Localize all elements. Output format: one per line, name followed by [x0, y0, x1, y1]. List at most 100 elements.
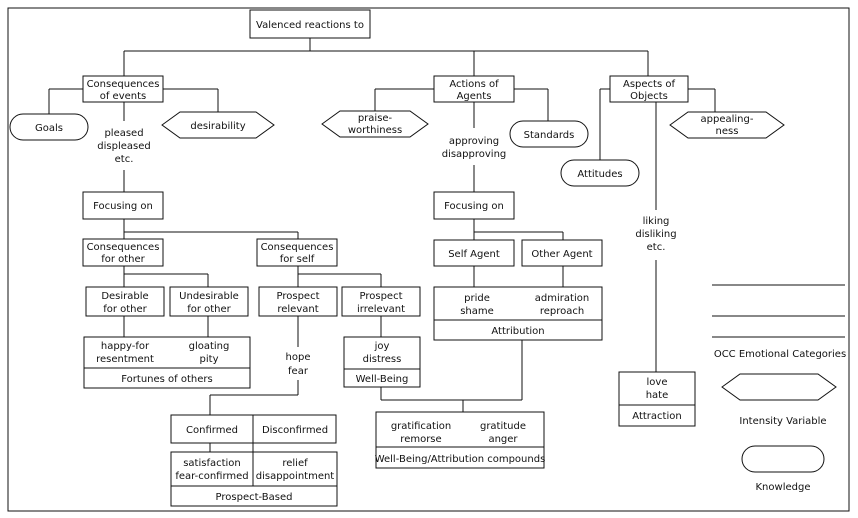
gloating-line1: gloating [189, 341, 230, 352]
anger-label: anger [488, 434, 518, 445]
relief-label: relief [282, 458, 308, 469]
agents-focusing-on-box: Focusing on [433, 191, 515, 220]
admiration-label: admiration [535, 293, 589, 304]
prospect-irrelevant-line1: Prospect [360, 291, 403, 302]
standards-label: Standards [524, 130, 575, 141]
fortunes-of-others-group: happy-for resentment gloating pity Fortu… [83, 336, 251, 389]
legend-rounded [741, 445, 825, 473]
standards-node: Standards [509, 120, 589, 148]
attraction-label: Attraction [632, 411, 681, 422]
gratitude-label: gratitude [480, 421, 526, 432]
hope-label: hope [286, 352, 311, 363]
legend-knowledge-label: Knowledge [756, 482, 811, 493]
prospect-relevant-line2: relevant [277, 304, 318, 315]
desirability-label: desirability [190, 121, 245, 132]
legend: OCC Emotional Categories Intensity Varia… [714, 349, 846, 493]
satisfaction-label: satisfaction [183, 458, 241, 469]
objects-reaction: liking disliking etc. [630, 210, 684, 260]
well-being-label: Well-Being [356, 374, 409, 385]
consequences-of-events-line2: of events [100, 91, 147, 102]
pride-label: pride [464, 293, 490, 304]
shame-label: shame [460, 306, 494, 317]
root-box: Valenced reactions to [249, 9, 371, 39]
prospect-irrelevant-line2: irrelevant [357, 304, 405, 315]
confirmed-label: Confirmed [186, 425, 238, 436]
actions-of-agents-line1: Actions of [449, 79, 499, 90]
self-agent-box: Self Agent [433, 239, 515, 267]
actions-of-agents-line2: Agents [457, 91, 492, 102]
praiseworthiness-line2: worthiness [348, 125, 402, 136]
for-self-line2: for self [280, 254, 315, 265]
aspects-of-objects-line2: Objects [630, 91, 668, 102]
desirable-line1: Desirable [101, 291, 148, 302]
undesirable-line2: for other [187, 304, 231, 315]
undesirable-line1: Undesirable [179, 291, 239, 302]
events-reaction-line2: displeased [97, 141, 150, 152]
undesirable-for-other-box: Undesirable for other [169, 286, 249, 317]
consequences-of-events-box: Consequences of events [82, 75, 164, 103]
love-label: love [647, 377, 668, 388]
legend-occ-label: OCC Emotional Categories [714, 349, 846, 360]
gloating-line2: pity [200, 354, 219, 365]
aspects-of-objects-line1: Aspects of [623, 79, 675, 90]
prospect-relevant-box: Prospect relevant [258, 286, 338, 317]
happy-for-line2: resentment [96, 354, 154, 365]
for-self-line1: Consequences [261, 242, 334, 253]
happy-for-line1: happy-for [101, 341, 150, 352]
prospect-based-label: Prospect-Based [216, 492, 293, 503]
fear-label: fear [288, 366, 309, 377]
fortunes-of-others-label: Fortunes of others [121, 374, 212, 385]
compounds-label: Well-Being/Attribution compounds [375, 454, 546, 465]
praiseworthiness-line1: praise- [358, 113, 393, 124]
hate-label: hate [646, 390, 669, 401]
prospect-relevant-line1: Prospect [277, 291, 320, 302]
other-agent-label: Other Agent [531, 249, 592, 260]
goals-label: Goals [35, 123, 63, 134]
for-other-line2: for other [101, 254, 145, 265]
attribution-label: Attribution [491, 326, 544, 337]
objects-reaction-line2: disliking [635, 229, 676, 240]
consequences-for-other-box: Consequences for other [82, 238, 164, 267]
disappointment-label: disappointment [256, 471, 335, 482]
agents-reaction: approving disapproving [440, 128, 508, 165]
consequences-of-events-line1: Consequences [87, 79, 160, 90]
attitudes-label: Attitudes [577, 169, 622, 180]
other-agent-box: Other Agent [521, 239, 603, 267]
actions-of-agents-box: Actions of Agents [433, 75, 515, 103]
agents-focusing-on-label: Focusing on [444, 201, 504, 212]
legend-hexagon [721, 373, 837, 401]
gratification-label: gratification [391, 421, 451, 432]
confirmation-group: Confirmed Disconfirmed [170, 414, 337, 444]
agents-reaction-line2: disapproving [442, 149, 507, 160]
hope-fear-text: hope fear [278, 347, 318, 380]
praiseworthiness-node: praise- worthiness [321, 110, 429, 138]
remorse-label: remorse [400, 434, 441, 445]
attribution-group: pride shame admiration reproach Attribut… [433, 286, 603, 341]
consequences-for-self-box: Consequences for self [256, 238, 338, 267]
appealingness-line1: appealing- [701, 114, 754, 125]
attitudes-node: Attitudes [560, 159, 640, 187]
desirable-line2: for other [103, 304, 147, 315]
events-reaction-line1: pleased [104, 128, 143, 139]
desirable-for-other-box: Desirable for other [85, 286, 165, 317]
distress-label: distress [363, 354, 402, 365]
goals-node: Goals [9, 113, 89, 141]
events-reaction-line3: etc. [115, 154, 134, 165]
legend-intensity-label: Intensity Variable [739, 416, 826, 427]
joy-label: joy [374, 341, 390, 352]
compounds-group: gratification remorse gratitude anger We… [375, 411, 546, 469]
appealingness-line2: ness [716, 126, 739, 137]
reproach-label: reproach [540, 306, 584, 317]
well-being-group: joy distress Well-Being [343, 336, 421, 388]
objects-reaction-line1: liking [643, 216, 670, 227]
objects-reaction-line3: etc. [647, 242, 666, 253]
agents-reaction-line1: approving [449, 136, 499, 147]
prospect-based-group: satisfaction fear-confirmed relief disap… [170, 451, 338, 507]
attraction-group: love hate Attraction [618, 371, 696, 427]
self-agent-label: Self Agent [448, 249, 500, 260]
for-other-line1: Consequences [87, 242, 160, 253]
events-focusing-on-label: Focusing on [93, 201, 153, 212]
prospect-irrelevant-box: Prospect irrelevant [341, 286, 421, 317]
aspects-of-objects-box: Aspects of Objects [609, 75, 689, 103]
